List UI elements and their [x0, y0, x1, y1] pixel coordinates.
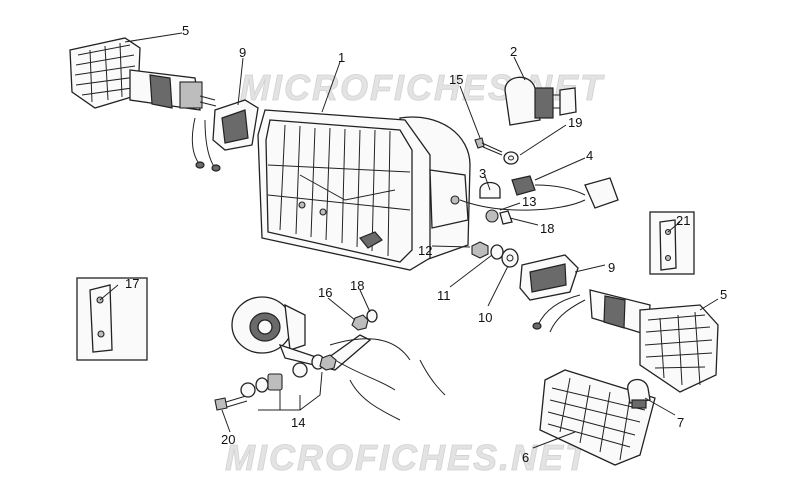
label-9-top: 9	[239, 45, 246, 60]
label-17: 17	[125, 276, 139, 291]
label-20: 20	[221, 432, 235, 447]
label-5-right: 5	[720, 287, 727, 302]
label-4: 4	[586, 148, 593, 163]
label-12: 12	[418, 243, 432, 258]
watermark-bottom: MICROFICHES.NET	[225, 437, 590, 478]
label-18-right: 18	[540, 221, 554, 236]
headlight-assembly	[257, 109, 471, 271]
rubber-grommet-right	[519, 254, 586, 333]
headlight-bulb	[504, 76, 577, 126]
label-3: 3	[479, 166, 486, 181]
reflector-lens	[539, 369, 656, 466]
headlight-bracket	[231, 296, 446, 421]
label-14: 14	[291, 415, 305, 430]
mounting-plate-right	[649, 211, 695, 275]
label-10: 10	[478, 310, 492, 325]
bracket-fasteners	[214, 309, 378, 411]
label-9-right: 9	[608, 260, 615, 275]
label-7: 7	[677, 415, 684, 430]
nuts-and-washers	[471, 241, 519, 268]
label-15: 15	[449, 72, 463, 87]
label-11: 11	[437, 288, 451, 303]
label-2: 2	[510, 44, 517, 59]
label-6: 6	[522, 450, 529, 465]
screw-and-washer	[474, 137, 519, 165]
label-19: 19	[568, 115, 582, 130]
label-1: 1	[338, 50, 345, 65]
label-5-top: 5	[182, 23, 189, 38]
parking-bulb-and-socket	[459, 175, 619, 225]
mounting-plate-left	[76, 277, 148, 361]
rubber-grommet-top	[191, 99, 259, 172]
leader-lines	[99, 32, 719, 449]
label-18-bracket: 18	[350, 278, 364, 293]
turn-signal-front-right	[589, 289, 719, 393]
label-13: 13	[522, 194, 536, 209]
label-21: 21	[676, 213, 690, 228]
turn-signal-front-left	[69, 37, 217, 111]
part-number-labels: 5 9 1 2 15 19 4 3 13 18 12 11 10 9 5 7 6…	[125, 23, 727, 465]
label-16: 16	[318, 285, 332, 300]
signal-bulb	[627, 378, 651, 409]
